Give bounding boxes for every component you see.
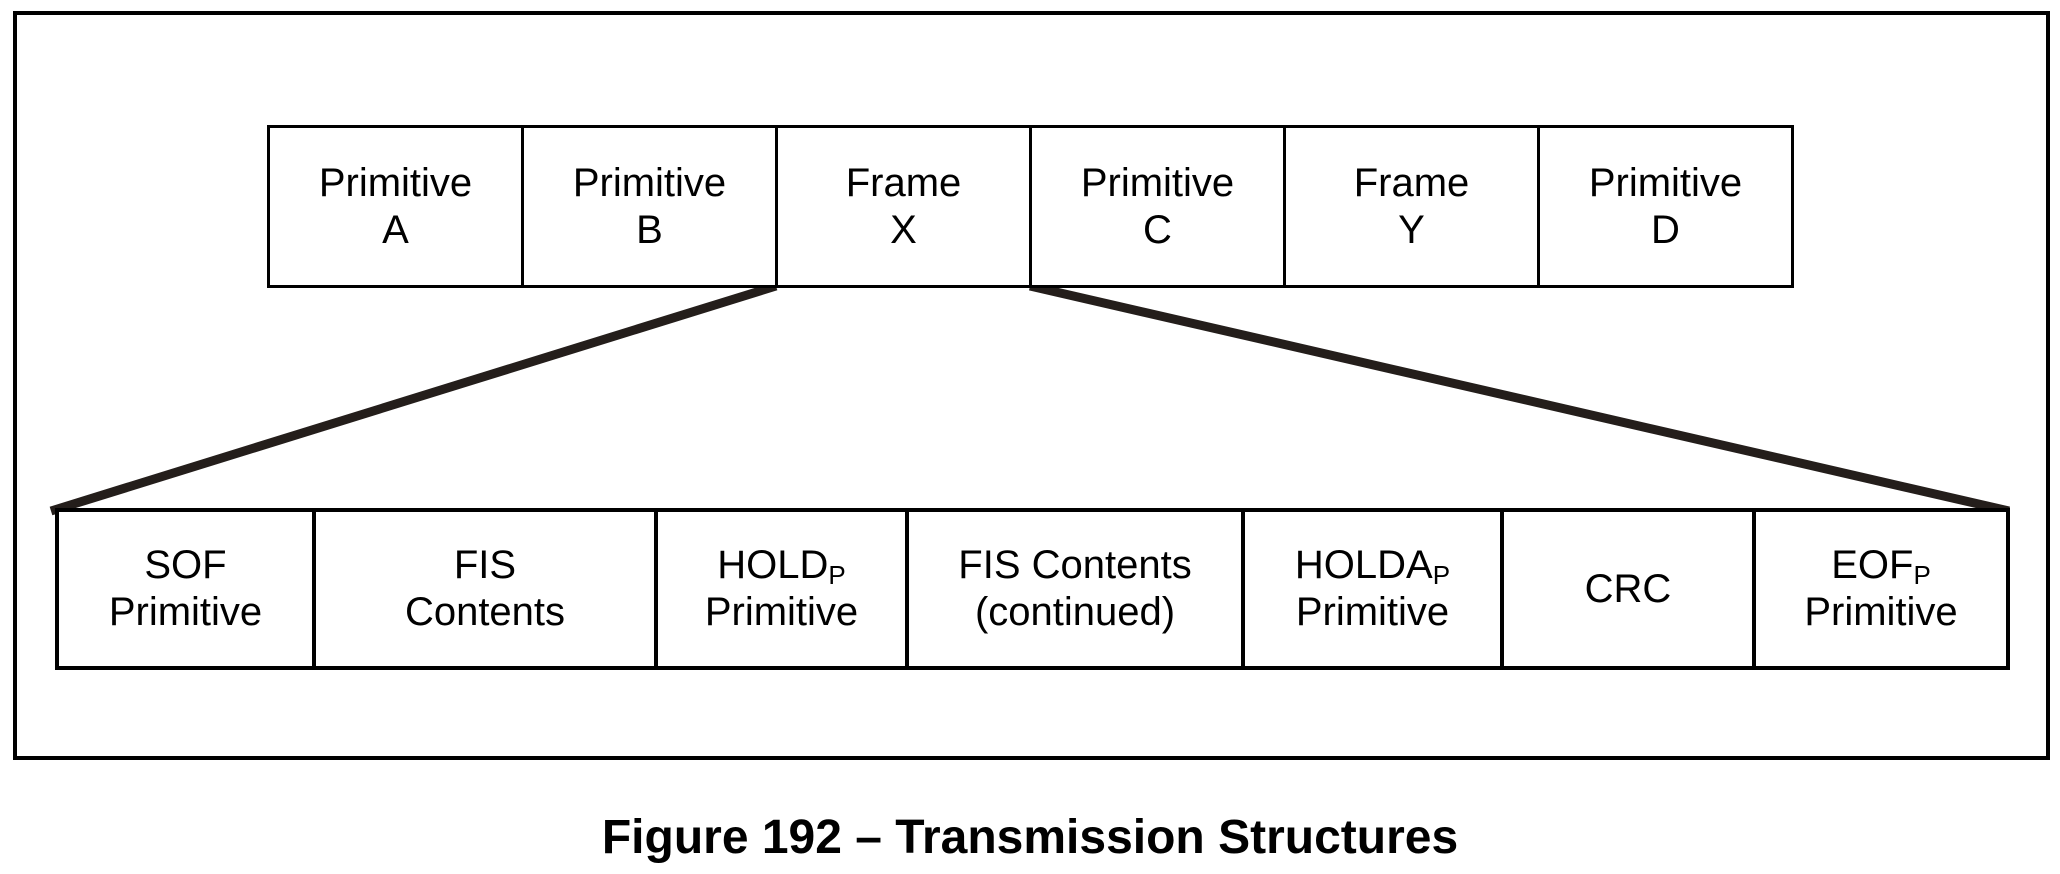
- box-label-line1: EOFP: [1831, 543, 1931, 590]
- box-label-line1: Primitive: [1588, 160, 1743, 205]
- box-label-line2: (continued): [974, 590, 1176, 634]
- figure-caption: Figure 192 – Transmission Structures: [601, 811, 1459, 864]
- fis-contents-continued-box: FIS Contents (continued): [905, 508, 1245, 670]
- expansion-line-right: [1028, 281, 2011, 516]
- subscript: P: [1913, 560, 1931, 590]
- fis-contents-box: FIS Contents: [312, 508, 658, 670]
- primitive-b-box: Primitive B: [521, 125, 778, 288]
- box-label-line1: Primitive: [572, 160, 727, 205]
- diagram-outer-border: [13, 11, 2050, 760]
- box-label-line1: Primitive: [318, 160, 473, 205]
- subscript: P: [1432, 560, 1451, 590]
- box-label-line2: Contents: [404, 590, 566, 634]
- box-label-line1: FIS Contents: [958, 543, 1192, 587]
- frame-expansion-row: SOF Primitive FIS Contents HOLDP Primiti…: [55, 508, 2010, 670]
- box-label-line1: Frame: [845, 160, 962, 205]
- transmission-sequence-row: Primitive A Primitive B Frame X Primitiv…: [267, 125, 1794, 288]
- frame-x-box: Frame X: [775, 125, 1032, 288]
- box-label-line2: Primitive: [1804, 590, 1958, 634]
- box-label-line1: SOF: [144, 543, 227, 587]
- box-label-line1: FIS: [453, 543, 517, 587]
- box-label-line2: C: [1143, 207, 1172, 252]
- box-label-line1: HOLDP: [717, 543, 846, 590]
- sof-primitive-box: SOF Primitive: [55, 508, 316, 670]
- box-label-line1: Frame: [1353, 160, 1470, 205]
- box-label-line1: Primitive: [1080, 160, 1235, 205]
- primitive-a-box: Primitive A: [267, 125, 524, 288]
- box-label-line2: Primitive: [1295, 590, 1450, 634]
- box-label-line1: HOLDAP: [1294, 543, 1451, 590]
- eofp-primitive-box: EOFP Primitive: [1752, 508, 2010, 670]
- box-label-line1: CRC: [1584, 566, 1672, 611]
- primitive-c-box: Primitive C: [1029, 125, 1286, 288]
- box-label-line2: X: [890, 207, 917, 252]
- frame-y-box: Frame Y: [1283, 125, 1540, 288]
- expansion-line-left: [49, 281, 778, 516]
- holdp-primitive-box: HOLDP Primitive: [654, 508, 909, 670]
- holdap-primitive-box: HOLDAP Primitive: [1241, 508, 1504, 670]
- box-label-line2: A: [382, 207, 409, 252]
- box-label-line2: Primitive: [704, 590, 859, 634]
- crc-box: CRC: [1500, 508, 1756, 670]
- box-label-line2: Primitive: [108, 590, 263, 634]
- subscript: P: [828, 560, 846, 590]
- box-label-line2: B: [636, 207, 663, 252]
- box-label-line2: D: [1651, 207, 1680, 252]
- primitive-d-box: Primitive D: [1537, 125, 1794, 288]
- box-label-line2: Y: [1398, 207, 1425, 252]
